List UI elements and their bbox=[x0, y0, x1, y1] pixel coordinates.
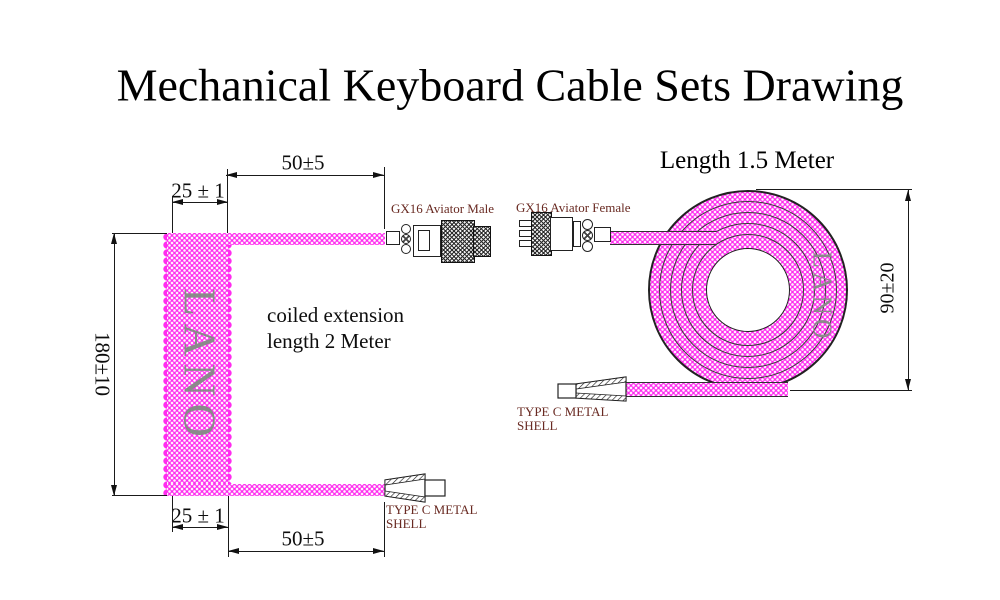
dim-arrow bbox=[905, 379, 911, 390]
knurled-ring bbox=[531, 212, 552, 256]
connector-step bbox=[573, 221, 581, 247]
extension-line bbox=[790, 390, 912, 391]
typec-label-line2: SHELL bbox=[517, 418, 558, 433]
coil-edge-right bbox=[228, 233, 235, 496]
gx16-male-label: GX16 Aviator Male bbox=[391, 201, 495, 216]
extension-line bbox=[112, 495, 167, 496]
dim-arrow bbox=[217, 524, 228, 530]
dim-line bbox=[172, 527, 228, 528]
dim-arrow bbox=[217, 199, 228, 205]
typec-label-line2: SHELL bbox=[386, 516, 427, 531]
cable-top-segment bbox=[167, 233, 385, 245]
cable-bottom-segment bbox=[167, 484, 385, 496]
dim-line bbox=[172, 202, 228, 203]
typec-connector-left bbox=[384, 473, 446, 503]
extension-line bbox=[172, 196, 173, 233]
connector-body bbox=[550, 217, 573, 251]
coil-edge-left bbox=[160, 233, 167, 496]
typec-connector-right bbox=[557, 376, 627, 402]
extension-line bbox=[384, 167, 385, 229]
page-title: Mechanical Keyboard Cable Sets Drawing bbox=[116, 59, 904, 111]
coil-turn bbox=[681, 223, 815, 357]
connector-screw bbox=[582, 219, 593, 230]
dim-arrow bbox=[373, 172, 384, 178]
connector-screw bbox=[582, 230, 593, 241]
gx16-female-label: GX16 Aviator Female bbox=[516, 200, 631, 215]
extension-line bbox=[228, 496, 229, 557]
dim-text-left-180: 180±10 bbox=[90, 331, 115, 397]
connector-neck bbox=[386, 231, 400, 245]
knurled-cap bbox=[473, 226, 491, 257]
knurled-barrel bbox=[441, 220, 475, 263]
right-heading: Length 1.5 Meter bbox=[659, 147, 835, 174]
dim-text-bottom-50: 50±5 bbox=[281, 526, 325, 551]
connector-screw bbox=[401, 224, 411, 234]
dim-line bbox=[908, 190, 909, 390]
extension-line bbox=[384, 502, 385, 557]
cable-to-gx16-female bbox=[610, 231, 716, 245]
connector-neck bbox=[594, 227, 611, 242]
dim-arrow bbox=[226, 172, 237, 178]
coiled-cable-band bbox=[167, 233, 228, 496]
coil-turn bbox=[659, 201, 837, 379]
typec-label-left: TYPE C METAL SHELL bbox=[386, 503, 477, 531]
dim-line bbox=[114, 233, 115, 496]
dim-arrow bbox=[905, 190, 911, 201]
connector-screw bbox=[401, 234, 411, 244]
dim-text-top-50: 50±5 bbox=[281, 150, 325, 175]
dim-arrow bbox=[373, 548, 384, 554]
coil-turn bbox=[692, 234, 804, 346]
dim-text-bottom-25: 25 ± 1 bbox=[171, 503, 225, 528]
connector-window bbox=[418, 230, 430, 251]
dim-arrow bbox=[172, 199, 183, 205]
cable-to-typec bbox=[626, 382, 788, 397]
typec-label-line1: TYPE C METAL bbox=[386, 502, 478, 517]
dim-arrow bbox=[111, 485, 117, 496]
typec-label-right: TYPE C METAL SHELL bbox=[517, 405, 608, 433]
connector-screw bbox=[582, 241, 593, 252]
note-line2: length 2 Meter bbox=[267, 329, 391, 353]
dim-arrow bbox=[172, 524, 183, 530]
dim-text-right-90: 90±20 bbox=[876, 262, 899, 314]
dim-text-top-25: 25 ± 1 bbox=[171, 178, 225, 203]
brand-text-left: LANO bbox=[174, 288, 226, 444]
coil-turn bbox=[670, 212, 826, 368]
dim-line bbox=[228, 551, 384, 552]
extension-line bbox=[112, 233, 167, 234]
typec-label-line1: TYPE C METAL bbox=[517, 404, 609, 419]
extension-line bbox=[756, 189, 912, 190]
note-line1: coiled extension bbox=[267, 303, 405, 327]
brand-text-right: LANO bbox=[807, 251, 838, 343]
connector-screw bbox=[401, 244, 411, 254]
dim-arrow bbox=[111, 233, 117, 244]
extension-line bbox=[172, 496, 173, 532]
dim-arrow bbox=[228, 548, 239, 554]
dim-line bbox=[226, 175, 384, 176]
coil-center-hole bbox=[706, 248, 790, 332]
